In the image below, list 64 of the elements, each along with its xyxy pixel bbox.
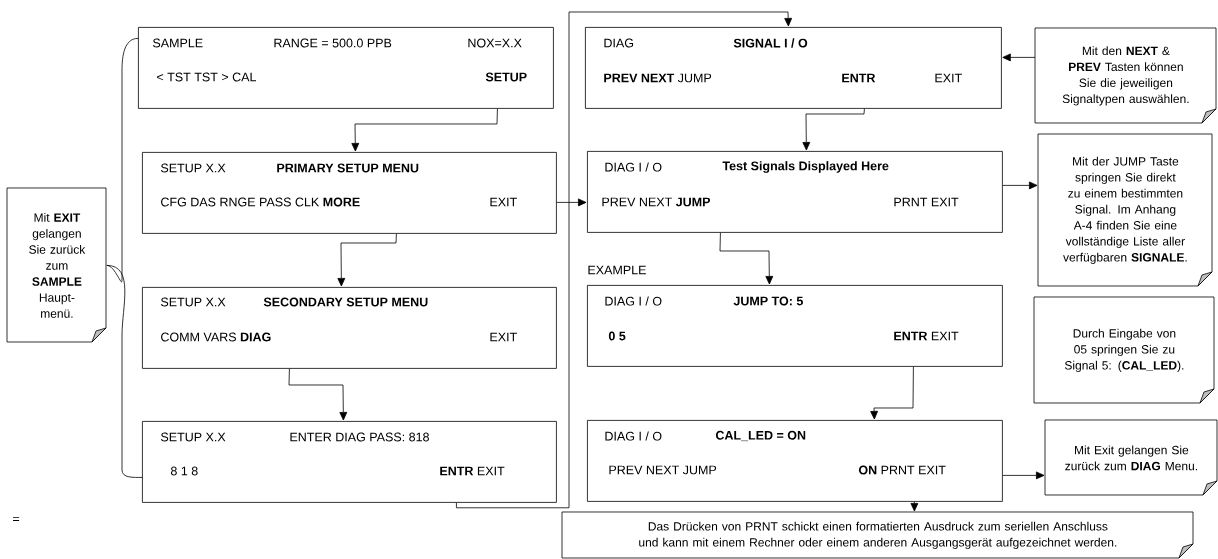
screen-text: EXIT (935, 73, 962, 83)
screen-text: ENTR EXIT (440, 466, 505, 476)
screen-text: PREV NEXT JUMP (609, 465, 717, 475)
screen-text: PREV NEXT JUMP (602, 197, 710, 207)
arrow (556, 198, 587, 207)
screen-text: DIAG (604, 38, 634, 48)
display-screen (587, 151, 1003, 233)
display-screen (585, 27, 1002, 109)
screen-text: EXIT (490, 197, 517, 207)
arrow (1002, 53, 1036, 62)
screen-text: NOX=X.X (468, 38, 522, 48)
screen-text: ON PRNT EXIT (858, 465, 946, 475)
note-box: Mit EXIT gelangen Sie zurück zum SAMPLE Haupt- menü. (6, 187, 107, 343)
arrow (870, 366, 914, 420)
arrow (1002, 471, 1045, 480)
screen-text: SETUP X.X (161, 163, 226, 173)
screen-text: 8 1 8 (170, 466, 198, 476)
screen-text: CFG DAS RNGE PASS CLK MORE (161, 197, 360, 207)
arrow (288, 368, 348, 421)
screen-label: = (13, 516, 20, 521)
arrow (456, 11, 793, 509)
display-screen (142, 287, 557, 369)
screen-text: RANGE = 500.0 PPB (274, 38, 392, 48)
screen-text: Test Signals Displayed Here (722, 161, 889, 173)
display-screen (142, 152, 557, 234)
note-box: Mit Exit gelangen Sie zurück zum DIAG Menu. (1044, 419, 1218, 496)
screen-text: DIAG I / O (605, 162, 662, 172)
screen-text: DIAG I / O (605, 431, 662, 441)
arrow (337, 233, 397, 287)
screen-text: DIAG I / O (605, 296, 662, 306)
screen-text: PREV NEXT JUMP (604, 73, 712, 83)
screen-text: < TST TST > CAL (157, 72, 257, 82)
screen-text: 0 5 (608, 331, 626, 341)
screen-text: SETUP X.X (161, 432, 226, 442)
display-screen (142, 421, 557, 503)
screen-text: SETUP X.X (161, 297, 226, 307)
arrow (719, 232, 774, 285)
screen-text: ENTR EXIT (894, 331, 959, 341)
screen-label: EXAMPLE (588, 265, 646, 275)
screen-text: SETUP (485, 72, 527, 82)
screen-text: SAMPLE (153, 38, 203, 48)
arrow (910, 501, 919, 512)
screen-text: ENTR (842, 73, 876, 83)
screen-text: JUMP TO: 5 (733, 296, 803, 306)
screen-text: CAL_LED = ON (715, 430, 806, 442)
note-box: Das Drücken von PRNT schickt einen formatierten Ausdruck zum seriellen Anschluss und kann mit einem Rechner oder einem anderen Ausgangsgerät aufgezeichnet werden. (561, 511, 1194, 559)
screen-text: SIGNAL I / O (733, 38, 808, 48)
note-box: Mit der JUMP Taste springen Sie direkt zu einem bestimmten Signal. Im Anhang A-4 finden Sie eine vollständige Liste aller verfügbaren SIGNALE. (1037, 133, 1213, 287)
screen-text: PRIMARY SETUP MENU (277, 163, 419, 173)
screen-text: COMM VARS DIAG (161, 332, 271, 342)
arrow (1002, 181, 1038, 190)
arrow (351, 108, 498, 152)
note-box: Durch Eingabe von 05 springen Sie zu Signal 5: (CAL_LED). (1033, 296, 1215, 404)
brace-line (106, 38, 139, 283)
screen-text: ENTER DIAG PASS: 818 (290, 432, 429, 442)
note-box: Mit den NEXT & PREV Tasten können Sie die jeweiligen Signaltypen auswählen. (1034, 27, 1217, 124)
screen-text: SECONDARY SETUP MENU (263, 297, 428, 307)
screen-text: EXIT (490, 332, 517, 342)
arrow (802, 108, 865, 151)
display-screen (587, 285, 1003, 367)
screen-text: PRNT EXIT (894, 197, 959, 207)
display-screen (138, 27, 554, 109)
display-screen (587, 420, 1003, 502)
brace-line (106, 265, 143, 478)
